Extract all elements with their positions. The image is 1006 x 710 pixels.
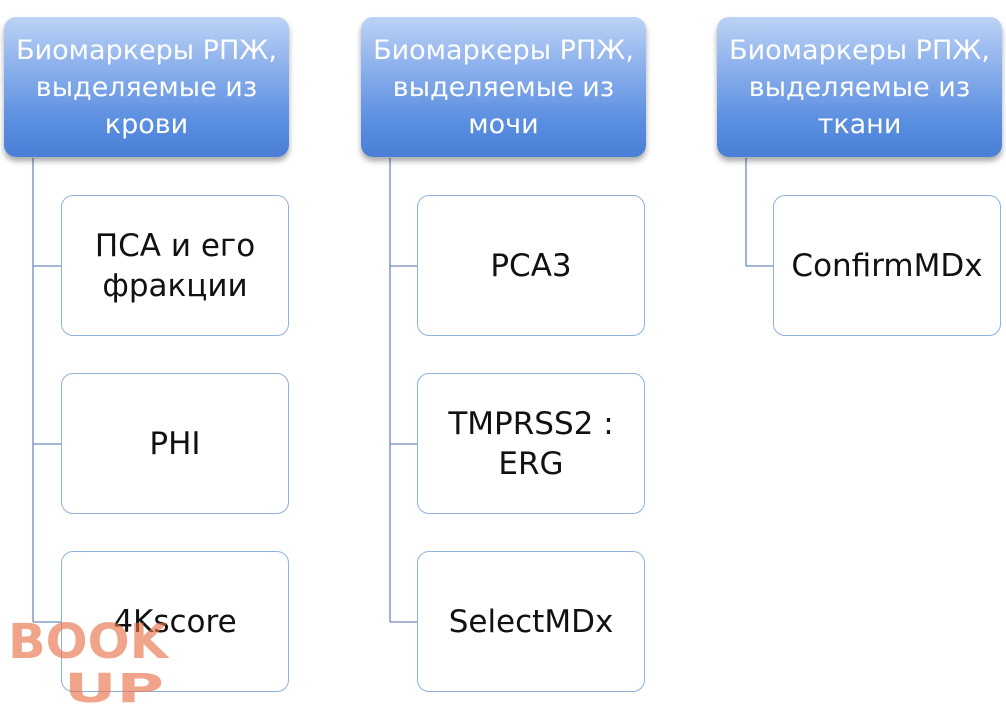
watermark-line1: BOOK: [8, 614, 170, 670]
header-tissue-biomarkers: Биомаркеры РПЖ, выделяемые из ткани: [717, 17, 1002, 157]
node-psa-fractions: ПСА и его фракции: [61, 195, 289, 336]
header-blood-biomarkers: Биомаркеры РПЖ, выделяемые из крови: [4, 17, 289, 157]
header-urine-biomarkers: Биомаркеры РПЖ, выделяемые из мочи: [361, 17, 646, 157]
watermark-logo: BOOK UP: [8, 614, 170, 707]
node-tmprss2-erg: TMPRSS2 : ERG: [417, 373, 645, 514]
node-4kscore: 4Kscore: [61, 551, 289, 692]
node-confirmmdx: ConfirmMDx: [773, 195, 1001, 336]
node-phi: PHI: [61, 373, 289, 514]
node-selectmdx: SelectMDx: [417, 551, 645, 692]
node-pca3: PCA3: [417, 195, 645, 336]
watermark-line2: UP: [64, 666, 164, 707]
